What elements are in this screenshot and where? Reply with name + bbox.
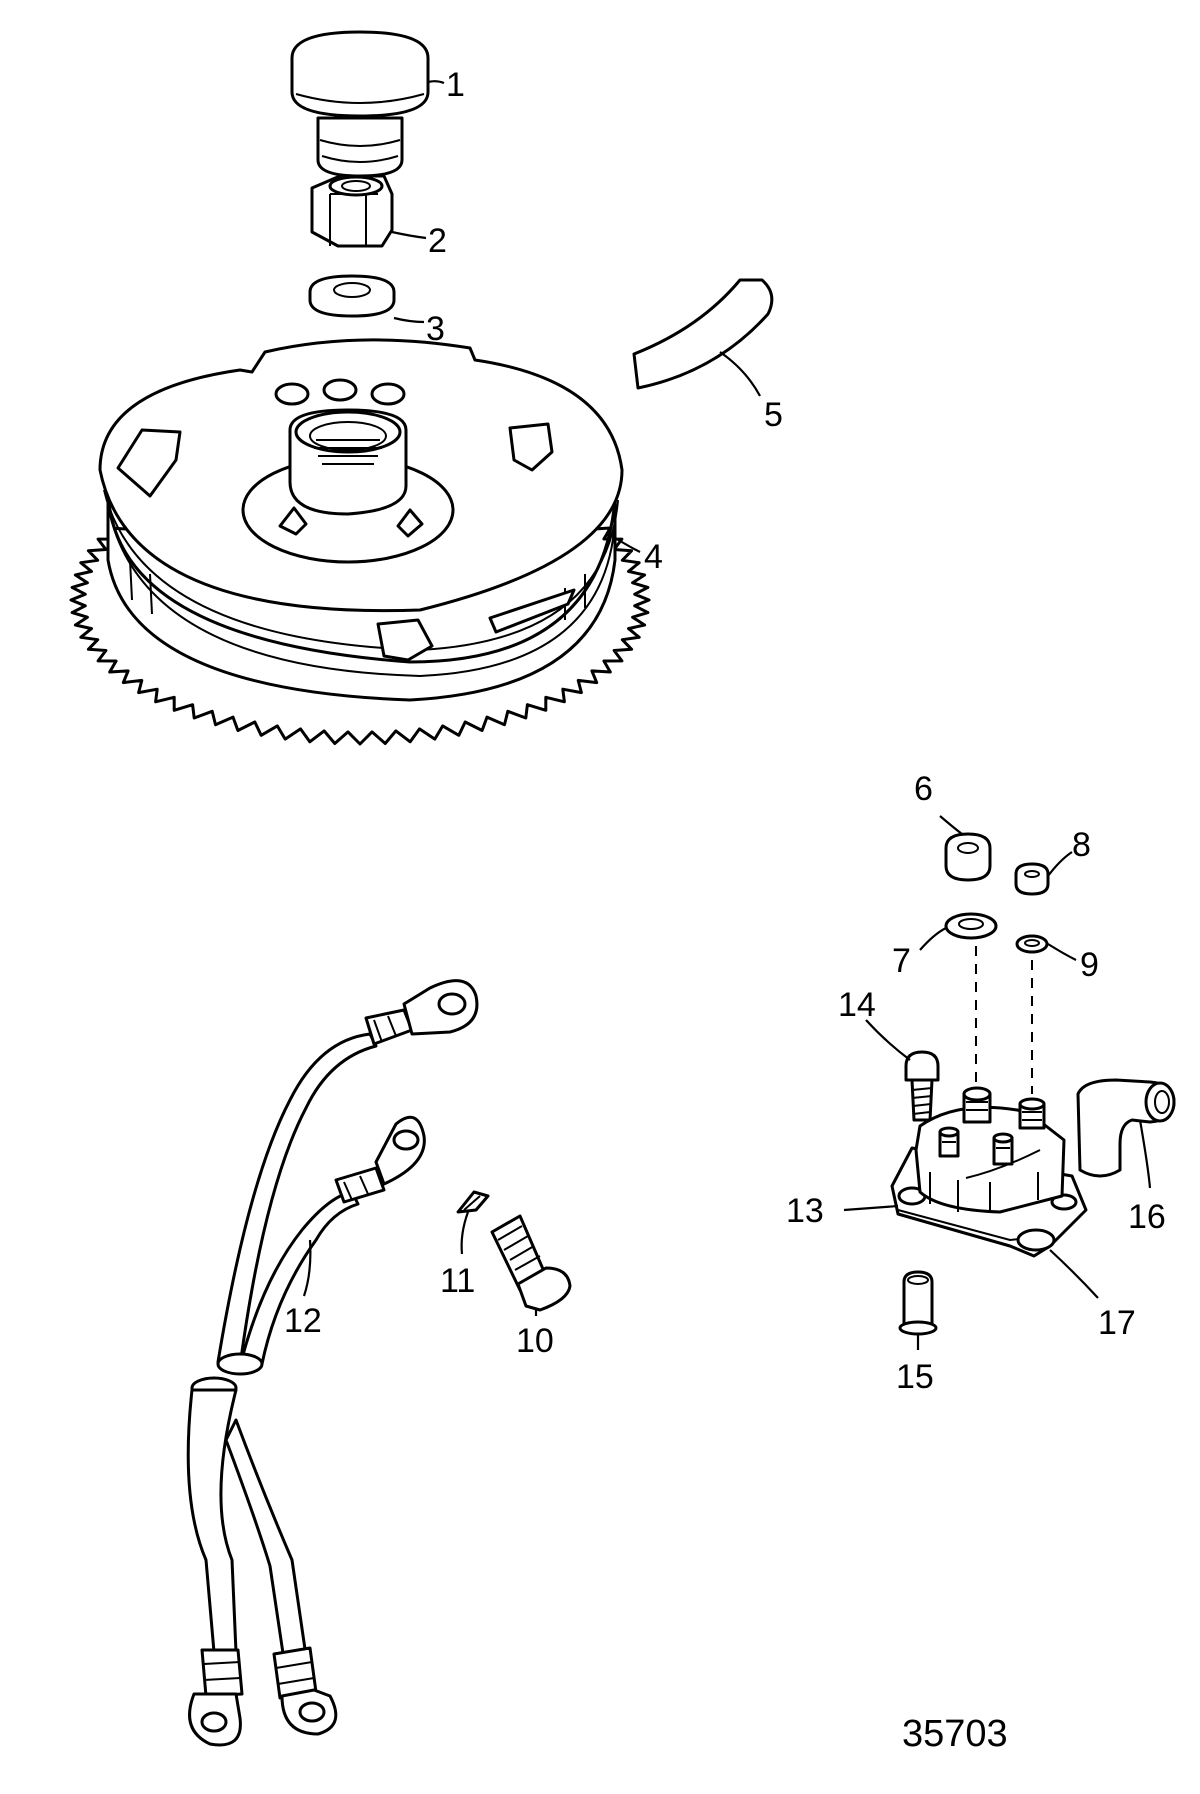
part-bolt (490, 1214, 572, 1312)
leader-9 (1047, 943, 1077, 961)
callout-6: 6 (914, 770, 933, 808)
part-cap (290, 30, 430, 178)
callout-12: 12 (284, 1302, 322, 1340)
leader-13 (843, 1204, 899, 1212)
leader-7 (919, 927, 947, 951)
part-nut (310, 174, 394, 248)
part-wire-harness (216, 979, 479, 1376)
part-lock-washer-small (1015, 934, 1049, 954)
leader-8 (1047, 851, 1073, 877)
part-terminal-nut (944, 832, 992, 882)
callout-16: 16 (1128, 1198, 1166, 1236)
part-screw (904, 1050, 940, 1122)
callout-13: 13 (786, 1192, 824, 1230)
part-wire-lower (186, 1376, 338, 1747)
leader-16 (1138, 1119, 1152, 1189)
callout-15: 15 (896, 1358, 934, 1396)
callout-8: 8 (1072, 826, 1091, 864)
callout-14: 14 (838, 986, 876, 1024)
callout-3: 3 (426, 310, 445, 348)
leader-14 (865, 1019, 911, 1061)
callout-5: 5 (764, 396, 783, 434)
leader-2 (391, 230, 427, 240)
leader-11 (460, 1211, 470, 1255)
leader-12 (302, 1239, 312, 1297)
part-washer (308, 274, 396, 318)
callout-1: 1 (446, 66, 465, 104)
part-key (632, 278, 774, 390)
part-boot (1076, 1078, 1176, 1178)
leader-6 (939, 815, 963, 835)
leader-1 (427, 80, 445, 85)
callout-7: 7 (892, 942, 911, 980)
callout-17: 17 (1098, 1304, 1136, 1342)
part-flywheel (69, 338, 651, 746)
part-clip (456, 1190, 490, 1214)
callout-11: 11 (440, 1262, 475, 1300)
part-sleeve (898, 1270, 938, 1336)
part-lock-washer-large (944, 912, 998, 940)
leader-17 (1049, 1249, 1099, 1299)
callout-2: 2 (428, 222, 447, 260)
callout-10: 10 (516, 1322, 554, 1360)
figure-number: 35703 (902, 1713, 1008, 1755)
part-small-nut (1014, 862, 1050, 896)
callout-9: 9 (1080, 946, 1099, 984)
leader-4 (611, 535, 641, 553)
part-solenoid (890, 1086, 1088, 1258)
leader-3 (393, 316, 425, 324)
callout-4: 4 (644, 538, 663, 576)
leader-5 (719, 351, 761, 397)
